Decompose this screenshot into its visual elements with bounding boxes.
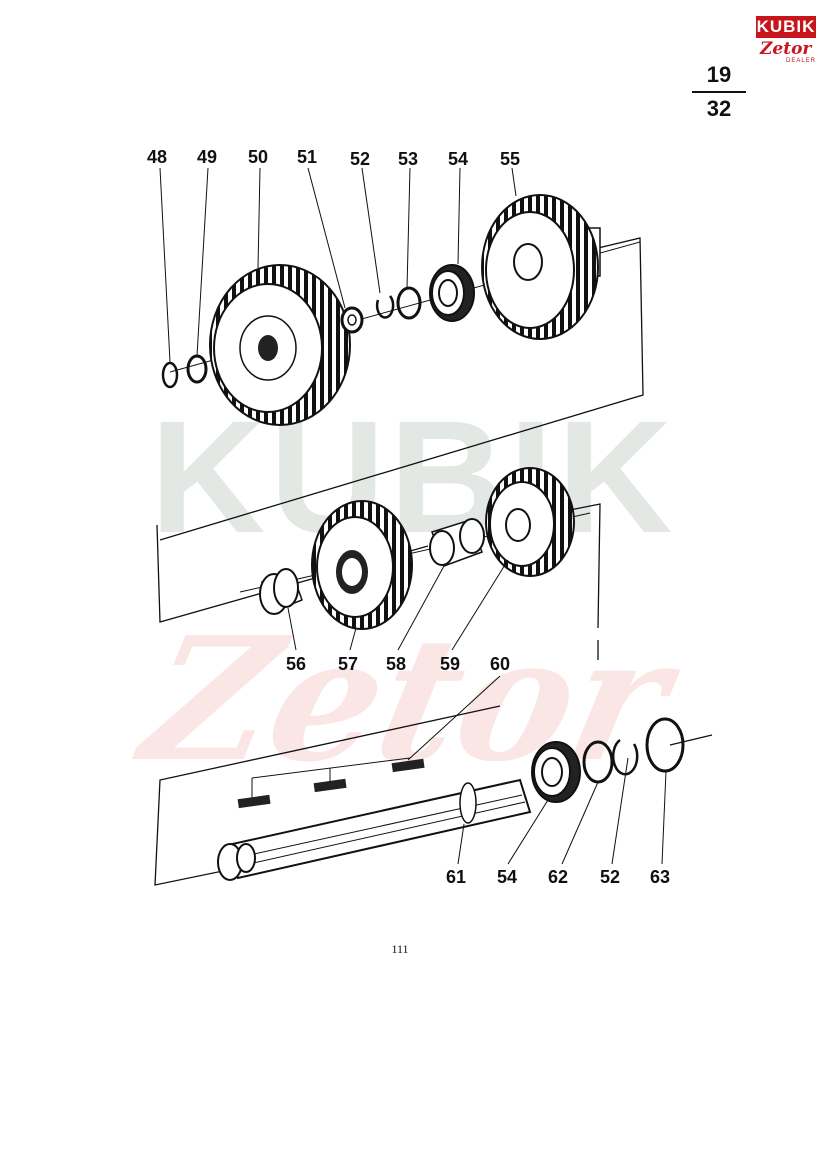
- bushing-56: [259, 568, 303, 615]
- leader-lines: [159, 167, 667, 865]
- part-label-52: 52: [350, 149, 370, 169]
- part-label-59: 59: [440, 654, 460, 674]
- part-label-50: 50: [248, 147, 268, 167]
- part-label-55: 55: [500, 149, 520, 169]
- sheet-numerator: 19: [706, 62, 732, 87]
- part-label-53: 53: [398, 149, 418, 169]
- kubik-zetor-logo: KUBIK Zetor DEALER: [756, 16, 818, 68]
- part-label-54-lower: 54: [497, 867, 517, 887]
- part-label-60: 60: [490, 654, 510, 674]
- logo-dealer: DEALER: [786, 58, 817, 64]
- part-label-58: 58: [386, 654, 406, 674]
- part-label-61: 61: [446, 867, 466, 887]
- part-label-48: 48: [147, 147, 167, 167]
- logo-sub: Zetor: [760, 39, 812, 59]
- part-label-56: 56: [286, 654, 306, 674]
- part-label-62: 62: [548, 867, 568, 887]
- keys-60: [237, 757, 425, 809]
- part-label-52-lower: 52: [600, 867, 620, 887]
- part-label-54: 54: [448, 149, 468, 169]
- bushing-58: [429, 518, 485, 567]
- gear-50: [209, 264, 351, 426]
- part-label-51: 51: [297, 147, 317, 167]
- circlip-52-bottom: [611, 738, 639, 776]
- ring-63: [645, 717, 685, 773]
- washer-49: [186, 354, 208, 384]
- part-label-49: 49: [197, 147, 217, 167]
- bearing-54-top: [429, 264, 475, 322]
- circlip-52-top: [375, 295, 395, 319]
- gear-57: [311, 500, 413, 630]
- circlip-48: [161, 361, 179, 389]
- page-number: 111: [391, 942, 409, 956]
- logo-brand: KUBIK: [756, 16, 816, 38]
- gear-59: [485, 467, 575, 577]
- ring-62: [582, 740, 614, 784]
- spacer-51: [340, 306, 364, 334]
- gear-55: [481, 194, 601, 340]
- sheet-number: 19 32: [692, 62, 746, 122]
- part-labels: 48 49 50 51 52 53 54 55 56 57 58 59 60 6…: [147, 147, 670, 887]
- sheet-denominator: 32: [706, 96, 732, 121]
- ring-53: [396, 286, 422, 320]
- part-label-63: 63: [650, 867, 670, 887]
- shaft-61: [217, 778, 532, 881]
- part-label-57: 57: [338, 654, 358, 674]
- bearing-54-bottom: [531, 741, 581, 803]
- fraction-line: [692, 91, 746, 93]
